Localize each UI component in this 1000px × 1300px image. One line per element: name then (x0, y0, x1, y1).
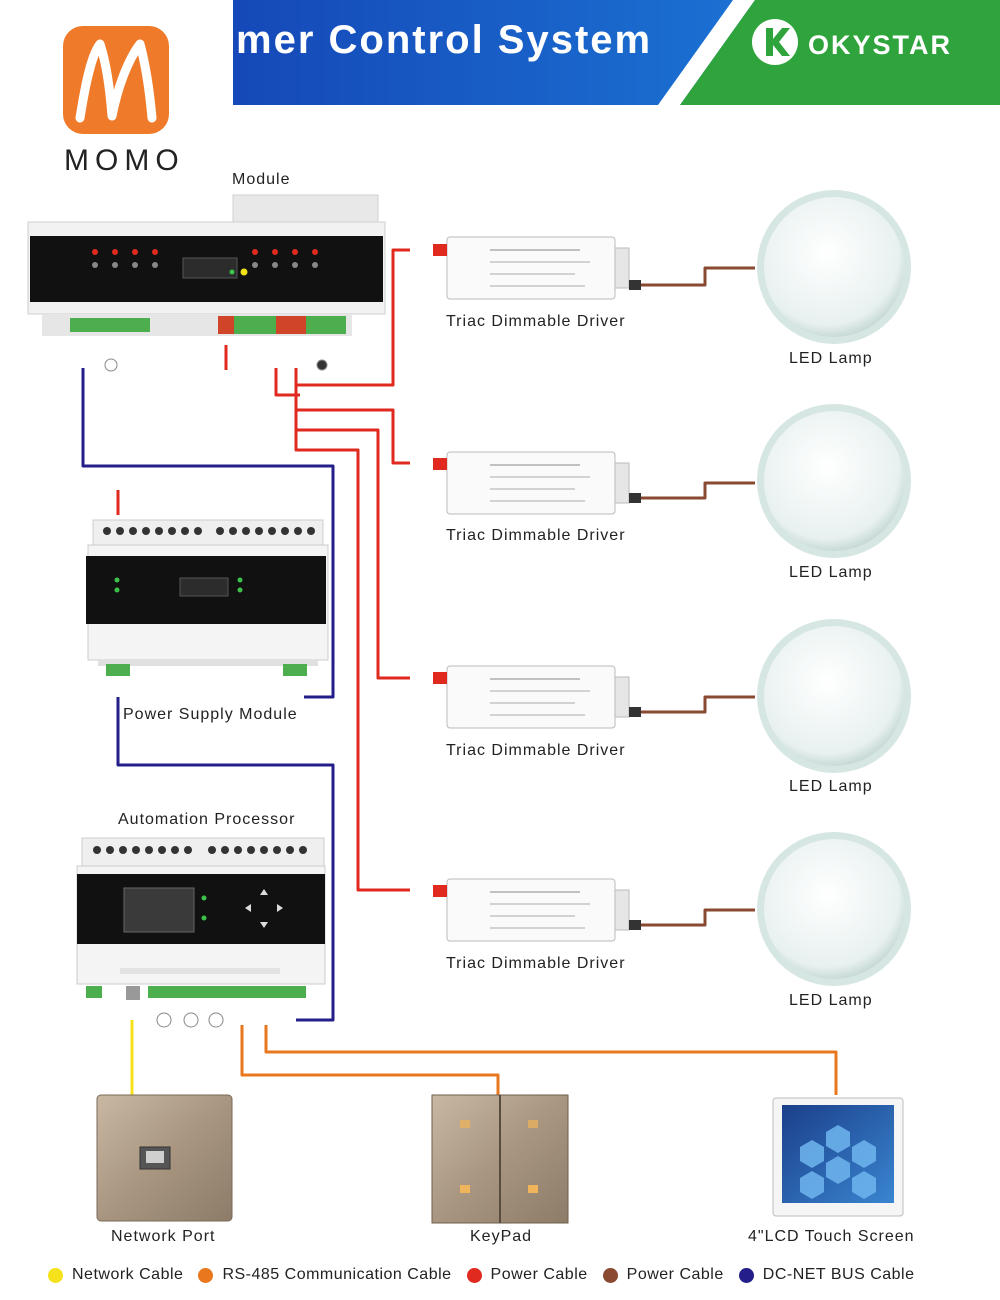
legend-label: Power Cable (490, 1266, 588, 1283)
legend-dot (602, 1267, 618, 1283)
power-red-cables (116, 248, 410, 892)
triac-driver-2 (433, 451, 641, 515)
touch-screen-display (782, 1105, 894, 1203)
led-lamp-2-icon (757, 404, 911, 558)
legend-dot (466, 1267, 482, 1283)
legend-item-power-red: Power Cable (466, 1266, 588, 1284)
dimmer-module-label: Module (232, 171, 291, 188)
legend-item-network: Network Cable (48, 1266, 183, 1284)
led-lamp-3-icon (757, 619, 911, 773)
led-lamp-2-label: LED Lamp (789, 564, 873, 581)
hexagon-menu-icons (800, 1125, 876, 1199)
led-lamp-1-label: LED Lamp (789, 350, 873, 367)
power-supply-label: Power Supply Module (123, 706, 298, 723)
legend-label: DC-NET BUS Cable (762, 1266, 915, 1283)
led-lamp-1-icon (757, 190, 911, 344)
rs485-cables (240, 1025, 838, 1095)
network-port-label: Network Port (111, 1228, 216, 1245)
triac-driver-1 (433, 236, 641, 300)
driver-2-label: Triac Dimmable Driver (446, 527, 626, 544)
driver-4-label: Triac Dimmable Driver (446, 955, 626, 972)
dimmer-status-led (240, 268, 248, 276)
legend-label: RS-485 Communication Cable (222, 1266, 452, 1283)
triac-driver-4 (433, 878, 641, 942)
led-lamp-4-icon (757, 832, 911, 986)
keypad-label: KeyPad (470, 1228, 533, 1245)
dimmer-leds (92, 249, 318, 255)
legend-label: Power Cable (626, 1266, 724, 1283)
legend-dot (198, 1267, 214, 1283)
led-lamp-4-label: LED Lamp (789, 992, 873, 1009)
brand-name: OKYSTAR (808, 30, 953, 60)
dimmer-module (27, 194, 386, 372)
legend-dot (48, 1267, 63, 1283)
momo-logo-icon (63, 26, 169, 134)
network-port-panel (96, 1094, 233, 1222)
legend-item-dcnet: DC-NET BUS Cable (738, 1266, 915, 1284)
processor-front-panel (77, 874, 325, 944)
driver-1-label: Triac Dimmable Driver (446, 313, 626, 330)
okystar-logo-icon (752, 19, 798, 65)
power-brown-cables (640, 266, 755, 927)
page-title: mer Control System (236, 18, 653, 62)
cable-legend: Network Cable RS-485 Communication Cable… (48, 1266, 930, 1284)
legend-item-rs485: RS-485 Communication Cable (198, 1266, 451, 1284)
triac-driver-3 (433, 665, 641, 729)
header-banner (233, 0, 1000, 105)
keypad-panel (431, 1094, 569, 1224)
processor-lcd (123, 887, 195, 933)
lcd-touch-screen (772, 1097, 904, 1217)
ethernet-jack-icon (146, 1151, 164, 1163)
dcnet-bus-cables (81, 368, 335, 1022)
dimmer-display (182, 257, 238, 279)
banner-background (233, 0, 1000, 105)
processor-label: Automation Processor (118, 811, 296, 828)
legend-label: Network Cable (72, 1266, 184, 1283)
momo-logo-text: MOMO (64, 144, 185, 177)
automation-processor (76, 837, 326, 1028)
power-supply-display (179, 577, 229, 597)
led-lamp-3-label: LED Lamp (789, 778, 873, 795)
power-supply-module (86, 519, 329, 676)
touch-screen-label: 4"LCD Touch Screen (748, 1228, 915, 1245)
legend-dot (738, 1267, 754, 1283)
momo-logo (0, 0, 233, 220)
legend-item-power-brown: Power Cable (602, 1266, 724, 1284)
driver-3-label: Triac Dimmable Driver (446, 742, 626, 759)
banner-divider-stripe (658, 0, 755, 105)
dimmer-terminal-block (70, 318, 150, 332)
